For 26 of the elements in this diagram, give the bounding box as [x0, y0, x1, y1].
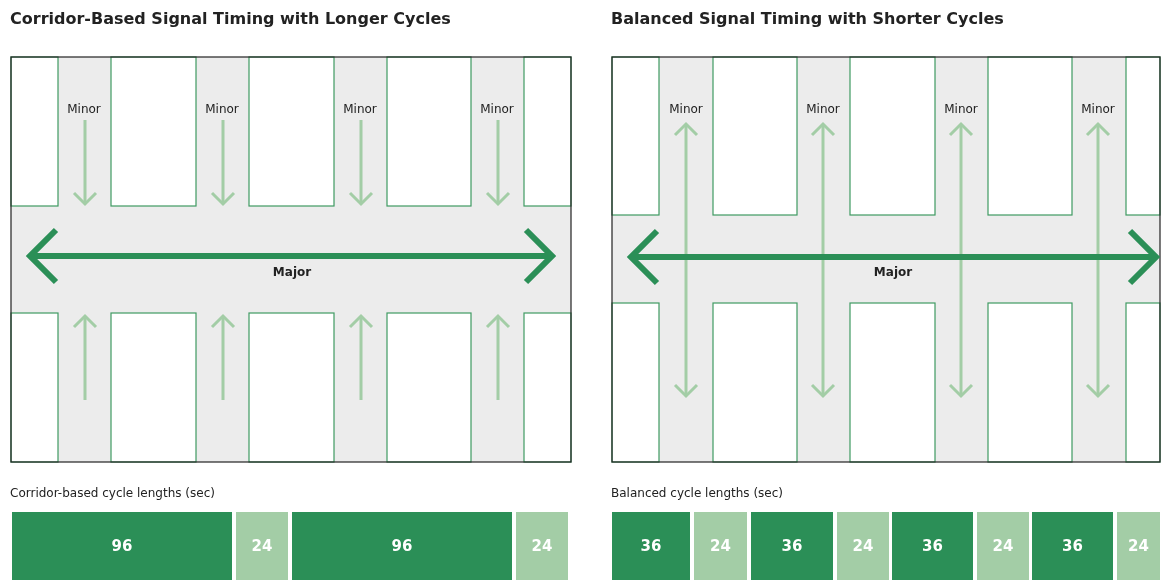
panel-title: Balanced Signal Timing with Shorter Cycles: [611, 8, 1004, 28]
cycle-segment: 36: [1032, 512, 1113, 580]
street-label: Minor: [343, 102, 377, 116]
cycle-segment: 24: [694, 512, 747, 580]
cycle-segment: 24: [837, 512, 889, 580]
cycle-segment: 96: [12, 512, 232, 580]
street-label: Minor: [205, 102, 239, 116]
street-label: Minor: [1081, 102, 1115, 116]
panel-title: Corridor-Based Signal Timing with Longer Cycles: [10, 8, 451, 28]
street-label: Minor: [669, 102, 703, 116]
cycle-segment: 96: [292, 512, 512, 580]
cycle-segment: 24: [977, 512, 1029, 580]
cycle-segment: 24: [516, 512, 568, 580]
cycle-segment: 24: [1117, 512, 1160, 580]
bar-caption: Balanced cycle lengths (sec): [611, 486, 784, 500]
cycle-segment: 24: [236, 512, 288, 580]
street-label: Minor: [806, 102, 840, 116]
street-label: Minor: [67, 102, 101, 116]
street-label: Minor: [480, 102, 514, 116]
street-label: Major: [873, 265, 913, 279]
cycle-segment: 36: [892, 512, 973, 580]
cycle-segment: 36: [751, 512, 833, 580]
cycle-segment: 36: [612, 512, 690, 580]
street-label: Minor: [944, 102, 978, 116]
street-label: Major: [272, 265, 312, 279]
bar-caption: Corridor-based cycle lengths (sec): [10, 486, 215, 500]
